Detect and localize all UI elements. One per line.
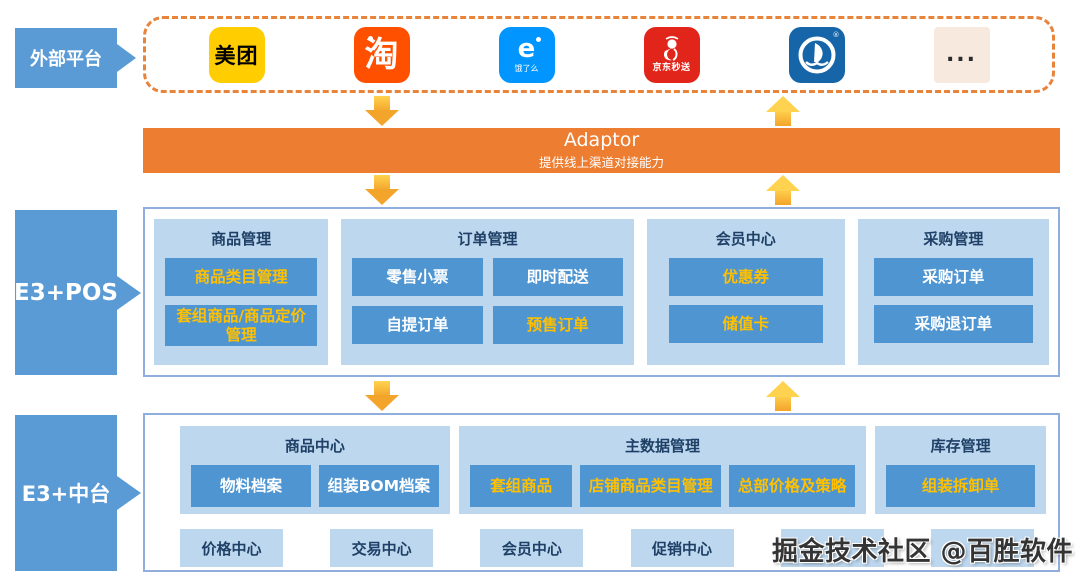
flow-arrow-up-icon bbox=[766, 381, 800, 411]
panel-商品中心: 商品中心物料档案组装BOM档案 bbox=[180, 426, 450, 514]
panel-title: 采购管理 bbox=[923, 230, 984, 248]
external-platform-label: 外部平台 bbox=[15, 28, 117, 88]
e3-midplatform-label: E3+中台 bbox=[15, 415, 117, 571]
taobao-logo-icon: 淘 bbox=[353, 26, 410, 83]
panel-buttons: 组装拆卸单 bbox=[886, 465, 1035, 507]
panel-buttons: 套组商品店铺商品类目管理总部价格及策略 bbox=[469, 465, 856, 507]
panel-采购管理: 采购管理采购订单采购退订单 bbox=[857, 219, 1049, 365]
panel-buttons: 物料档案组装BOM档案 bbox=[191, 465, 439, 507]
module-box-组装拆卸单: 组装拆卸单 bbox=[886, 465, 1035, 507]
e3-pos-label-text: E3+POS bbox=[14, 279, 118, 306]
panel-title: 订单管理 bbox=[457, 230, 518, 248]
jd-miaosong-logo-text: 京东秒送 bbox=[652, 63, 691, 73]
watermark-text: 掘金技术社区 @百胜软件 bbox=[772, 537, 1074, 567]
eleme-logo-icon: e 饿了么 bbox=[498, 26, 555, 83]
registered-mark: ® bbox=[832, 30, 840, 39]
meituan-logo-text: 美团 bbox=[214, 43, 259, 68]
module-box-商品类目管理: 商品类目管理 bbox=[165, 258, 318, 296]
adaptor-subtitle: 提供线上渠道对接能力 bbox=[538, 154, 664, 170]
center-box-obscured bbox=[930, 529, 1034, 567]
panel-库存管理: 库存管理组装拆卸单 bbox=[875, 426, 1046, 514]
module-box-物料档案: 物料档案 bbox=[191, 465, 311, 507]
module-box-储值卡: 储值卡 bbox=[668, 305, 823, 343]
ellipsis-text: ... bbox=[945, 42, 978, 67]
jd-joy-dog-icon bbox=[663, 36, 678, 61]
panel-订单管理: 订单管理零售小票即时配送自提订单预售订单 bbox=[341, 219, 634, 365]
module-box-即时配送: 即时配送 bbox=[492, 258, 623, 296]
panel-title: 商品管理 bbox=[211, 230, 272, 248]
module-box-预售订单: 预售订单 bbox=[492, 306, 623, 344]
panel-title: 商品中心 bbox=[284, 437, 345, 455]
panel-title: 会员中心 bbox=[715, 230, 776, 248]
module-box-套组商品: 套组商品 bbox=[469, 465, 573, 507]
module-box-采购退订单: 采购退订单 bbox=[873, 305, 1033, 343]
flow-arrow-up-icon bbox=[766, 96, 800, 126]
panel-title: 库存管理 bbox=[930, 437, 991, 455]
midplatform-panel-row: 商品中心物料档案组装BOM档案主数据管理套组商品店铺商品类目管理总部价格及策略库… bbox=[180, 426, 1046, 514]
adaptor-title: Adaptor bbox=[563, 129, 640, 152]
panel-title: 主数据管理 bbox=[625, 437, 701, 455]
module-box-自提订单: 自提订单 bbox=[352, 306, 483, 344]
panel-buttons: 优惠券储值卡 bbox=[668, 258, 823, 358]
module-box-套组商品/商品定价管理: 套组商品/商品定价管理 bbox=[165, 305, 318, 347]
sail-circle-glyph bbox=[798, 36, 835, 73]
module-box-总部价格及策略: 总部价格及策略 bbox=[728, 465, 856, 507]
adaptor-bar: Adaptor 提供线上渠道对接能力 bbox=[143, 128, 1060, 173]
midplatform-centers-row: 价格中心 交易中心 会员中心 促销中心 bbox=[180, 529, 1034, 567]
flow-arrow-down-icon bbox=[365, 175, 399, 205]
external-platform-label-text: 外部平台 bbox=[30, 49, 102, 70]
panel-buttons: 零售小票即时配送自提订单预售订单 bbox=[352, 258, 623, 358]
e3-pos-label: E3+POS bbox=[14, 210, 118, 375]
blue-sail-brand-logo-icon: ® bbox=[788, 26, 845, 83]
taobao-dot-icon bbox=[367, 35, 373, 41]
more-platforms-icon: ... bbox=[933, 26, 990, 83]
pos-panel-row: 商品管理商品类目管理套组商品/商品定价管理订单管理零售小票即时配送自提订单预售订… bbox=[154, 219, 1049, 365]
panel-商品管理: 商品管理商品类目管理套组商品/商品定价管理 bbox=[154, 219, 329, 365]
panel-buttons: 采购订单采购退订单 bbox=[873, 258, 1033, 358]
e3-pos-section: 商品管理商品类目管理套组商品/商品定价管理订单管理零售小票即时配送自提订单预售订… bbox=[143, 207, 1060, 377]
module-box-店铺商品类目管理: 店铺商品类目管理 bbox=[580, 465, 721, 507]
center-box-交易中心: 交易中心 bbox=[330, 529, 434, 567]
center-box-促销中心: 促销中心 bbox=[630, 529, 734, 567]
center-box-obscured bbox=[780, 529, 884, 567]
e3-midplatform-section: 商品中心物料档案组装BOM档案主数据管理套组商品店铺商品类目管理总部价格及策略库… bbox=[143, 413, 1060, 572]
flow-arrow-up-icon bbox=[766, 175, 800, 205]
module-box-采购订单: 采购订单 bbox=[873, 258, 1033, 296]
panel-会员中心: 会员中心优惠券储值卡 bbox=[646, 219, 845, 365]
center-box-会员中心: 会员中心 bbox=[480, 529, 584, 567]
panel-buttons: 商品类目管理套组商品/商品定价管理 bbox=[165, 258, 318, 358]
flow-arrow-down-icon bbox=[365, 381, 399, 411]
module-box-优惠券: 优惠券 bbox=[668, 258, 823, 296]
jd-miaosong-logo-icon: 京东秒送 bbox=[643, 26, 700, 83]
external-platform-strip: 美团 淘 e 饿了么 京东秒送 ® bbox=[143, 16, 1055, 93]
panel-主数据管理: 主数据管理套组商品店铺商品类目管理总部价格及策略 bbox=[458, 426, 867, 514]
module-box-组装BOM档案: 组装BOM档案 bbox=[318, 465, 439, 507]
eleme-e-glyph: e bbox=[517, 33, 536, 64]
module-box-零售小票: 零售小票 bbox=[352, 258, 483, 296]
eleme-logo-text: 饿了么 bbox=[514, 63, 539, 73]
meituan-logo-icon: 美团 bbox=[208, 26, 265, 83]
eleme-dot-icon bbox=[535, 36, 541, 42]
taobao-logo-text: 淘 bbox=[364, 34, 399, 75]
center-box-价格中心: 价格中心 bbox=[180, 529, 283, 567]
e3-midplatform-label-text: E3+中台 bbox=[21, 482, 111, 506]
flow-arrow-down-icon bbox=[365, 96, 399, 126]
